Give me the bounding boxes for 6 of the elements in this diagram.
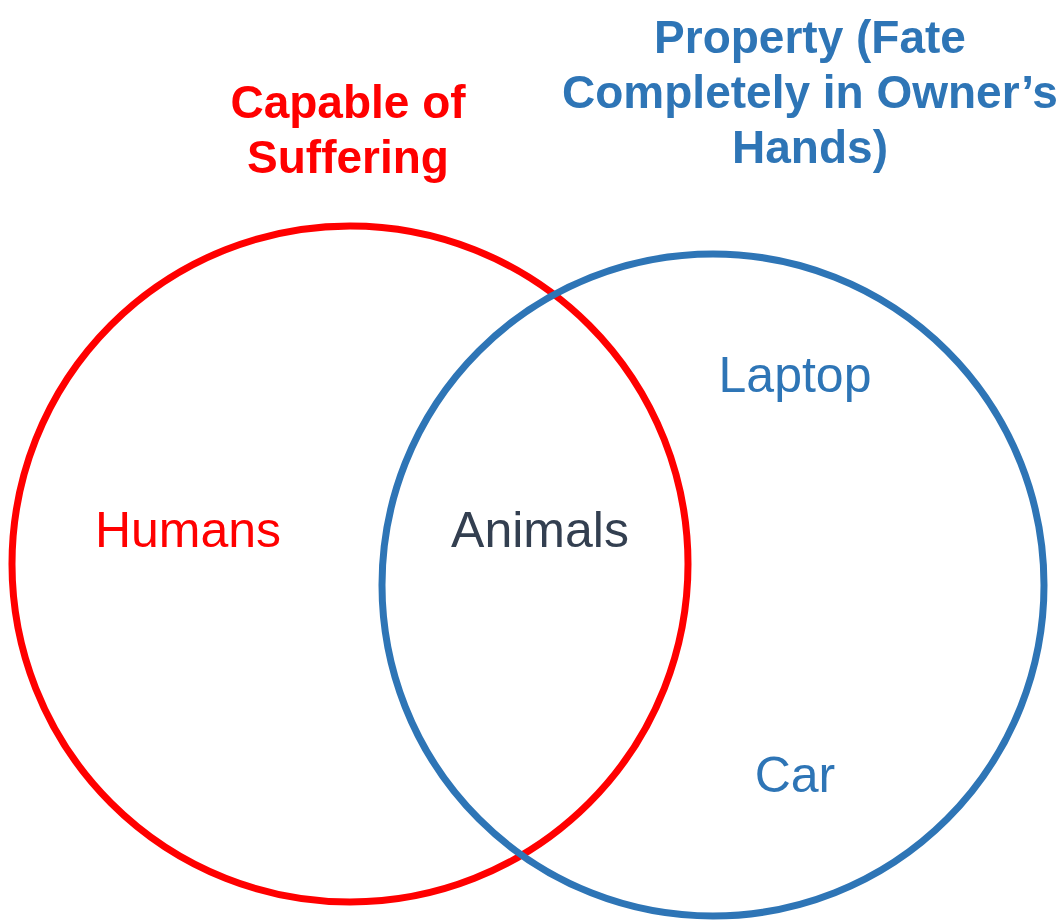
set-member: Humans [93,501,283,560]
set-member: Laptop [717,346,873,405]
set-member: Car [753,746,837,805]
set-title: Capable of Suffering [229,75,467,186]
set-title: Property (Fate Completely in Owner’s Hands) [561,10,1059,176]
overlap-member: Animals [450,501,630,560]
